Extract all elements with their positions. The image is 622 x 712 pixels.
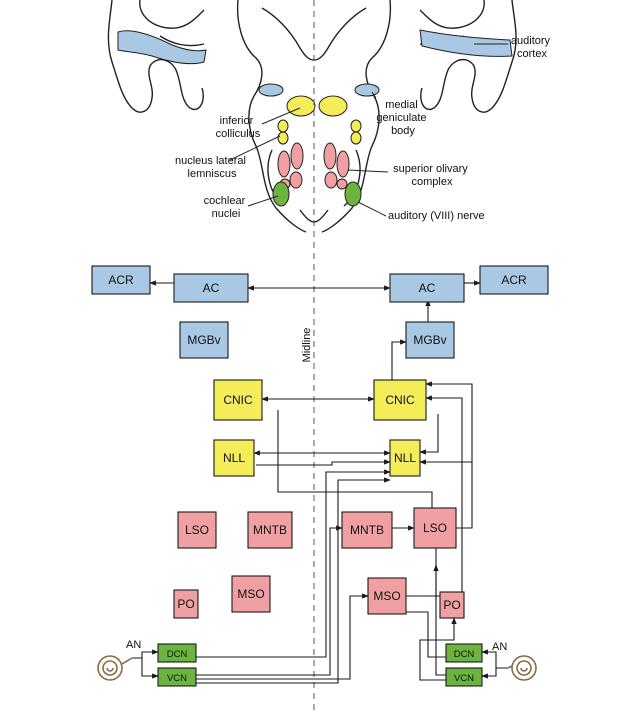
label-cnic-left: CNIC bbox=[223, 393, 253, 407]
label-mso-right: MSO bbox=[373, 589, 400, 603]
left-cortex-outline bbox=[107, 0, 204, 113]
right-auditory-cortex bbox=[419, 29, 513, 57]
label-nucleus-lateral-lemniscus: nucleus lateral lemniscus bbox=[175, 155, 249, 180]
label-acr-left: ACR bbox=[108, 273, 134, 287]
box-mso-left bbox=[231, 575, 271, 613]
box-lso-right bbox=[413, 507, 457, 549]
label-auditory-cortex: auditory cortex bbox=[511, 35, 553, 60]
label-po-left: PO bbox=[177, 597, 194, 611]
midline-label: Midline bbox=[301, 328, 313, 363]
left-cochlea-icon bbox=[97, 655, 133, 681]
left-nll-lower bbox=[277, 131, 289, 145]
box-mntb-left bbox=[247, 511, 293, 549]
right-cortex-fold bbox=[419, 0, 485, 29]
box-nll-right bbox=[389, 439, 421, 477]
right-nll-upper bbox=[350, 119, 362, 133]
label-ac-left: AC bbox=[203, 281, 220, 295]
label-mntb-right: MNTB bbox=[350, 523, 384, 537]
label-superior-olivary: superior olivary complex bbox=[393, 163, 471, 188]
left-auditory-cortex bbox=[117, 30, 207, 65]
box-cnic-left bbox=[213, 379, 263, 421]
brainstem-right-outline bbox=[321, 0, 392, 233]
box-acr-right bbox=[479, 265, 549, 295]
left-nll-upper bbox=[277, 119, 289, 133]
label-cochlear-nuclei: cochlear nuclei bbox=[204, 195, 249, 220]
left-cortex-fold bbox=[139, 0, 205, 29]
box-vcn-left bbox=[157, 667, 197, 687]
left-cochlear-nucleus bbox=[272, 181, 290, 207]
label-dcn-right: DCN bbox=[454, 649, 475, 660]
label-nll-right: NLL bbox=[394, 451, 416, 465]
right-cochlea-icon bbox=[507, 655, 537, 681]
box-mgbv-right bbox=[405, 321, 455, 359]
right-inferior-colliculus bbox=[318, 95, 348, 117]
label-acr-right: ACR bbox=[501, 273, 527, 287]
right-cortex-outline bbox=[420, 0, 517, 113]
box-labels: ACR AC AC ACR MGBv MGBv CNIC CNIC NLL NL… bbox=[108, 273, 527, 684]
boxes bbox=[91, 265, 549, 687]
connections bbox=[132, 280, 508, 684]
label-inferior-colliculus: inferior colliculus bbox=[216, 115, 261, 140]
box-nll-left bbox=[213, 439, 255, 477]
box-mso-right bbox=[367, 577, 407, 615]
brainstem-left-outline bbox=[236, 0, 307, 233]
right-superior-olivary bbox=[323, 142, 350, 190]
right-medial-geniculate bbox=[354, 83, 380, 97]
label-mso-left: MSO bbox=[237, 587, 264, 601]
box-mgbv-left bbox=[179, 321, 229, 359]
brain-section bbox=[107, 0, 517, 233]
box-po-right bbox=[439, 591, 465, 619]
box-lso-left bbox=[177, 511, 217, 549]
label-cnic-right: CNIC bbox=[385, 393, 415, 407]
label-lso-left: LSO bbox=[185, 523, 209, 537]
leader-lines bbox=[229, 43, 508, 217]
left-cortex-fold-2 bbox=[159, 35, 205, 47]
box-mntb-right bbox=[341, 511, 393, 549]
label-ac-right: AC bbox=[419, 281, 436, 295]
label-mntb-left: MNTB bbox=[253, 523, 287, 537]
label-mgbv-left: MGBv bbox=[187, 333, 220, 347]
left-inferior-colliculus bbox=[286, 95, 316, 117]
left-medial-geniculate bbox=[258, 83, 284, 97]
box-po-left bbox=[173, 589, 199, 619]
label-nll-left: NLL bbox=[223, 451, 245, 465]
label-medial-geniculate: medial geniculate body bbox=[376, 99, 429, 137]
right-nll-lower bbox=[350, 131, 362, 145]
box-vcn-right bbox=[445, 667, 483, 687]
box-dcn-right bbox=[445, 643, 483, 663]
box-cnic-right bbox=[373, 379, 427, 421]
label-an-right: AN bbox=[492, 641, 507, 653]
label-vcn-right: VCN bbox=[454, 673, 474, 684]
label-dcn-left: DCN bbox=[167, 649, 188, 660]
label-po-right: PO bbox=[443, 598, 460, 612]
box-dcn-left bbox=[157, 643, 197, 663]
label-an-left: AN bbox=[126, 639, 141, 651]
box-acr-left bbox=[91, 265, 151, 295]
label-mgbv-right: MGBv bbox=[413, 333, 446, 347]
right-cochlear-nucleus bbox=[344, 181, 362, 207]
label-lso-right: LSO bbox=[423, 521, 447, 535]
box-ac-left bbox=[173, 273, 249, 303]
label-vcn-left: VCN bbox=[167, 673, 187, 684]
label-auditory-nerve: auditory (VIII) nerve bbox=[388, 210, 485, 222]
box-ac-right bbox=[389, 273, 465, 303]
